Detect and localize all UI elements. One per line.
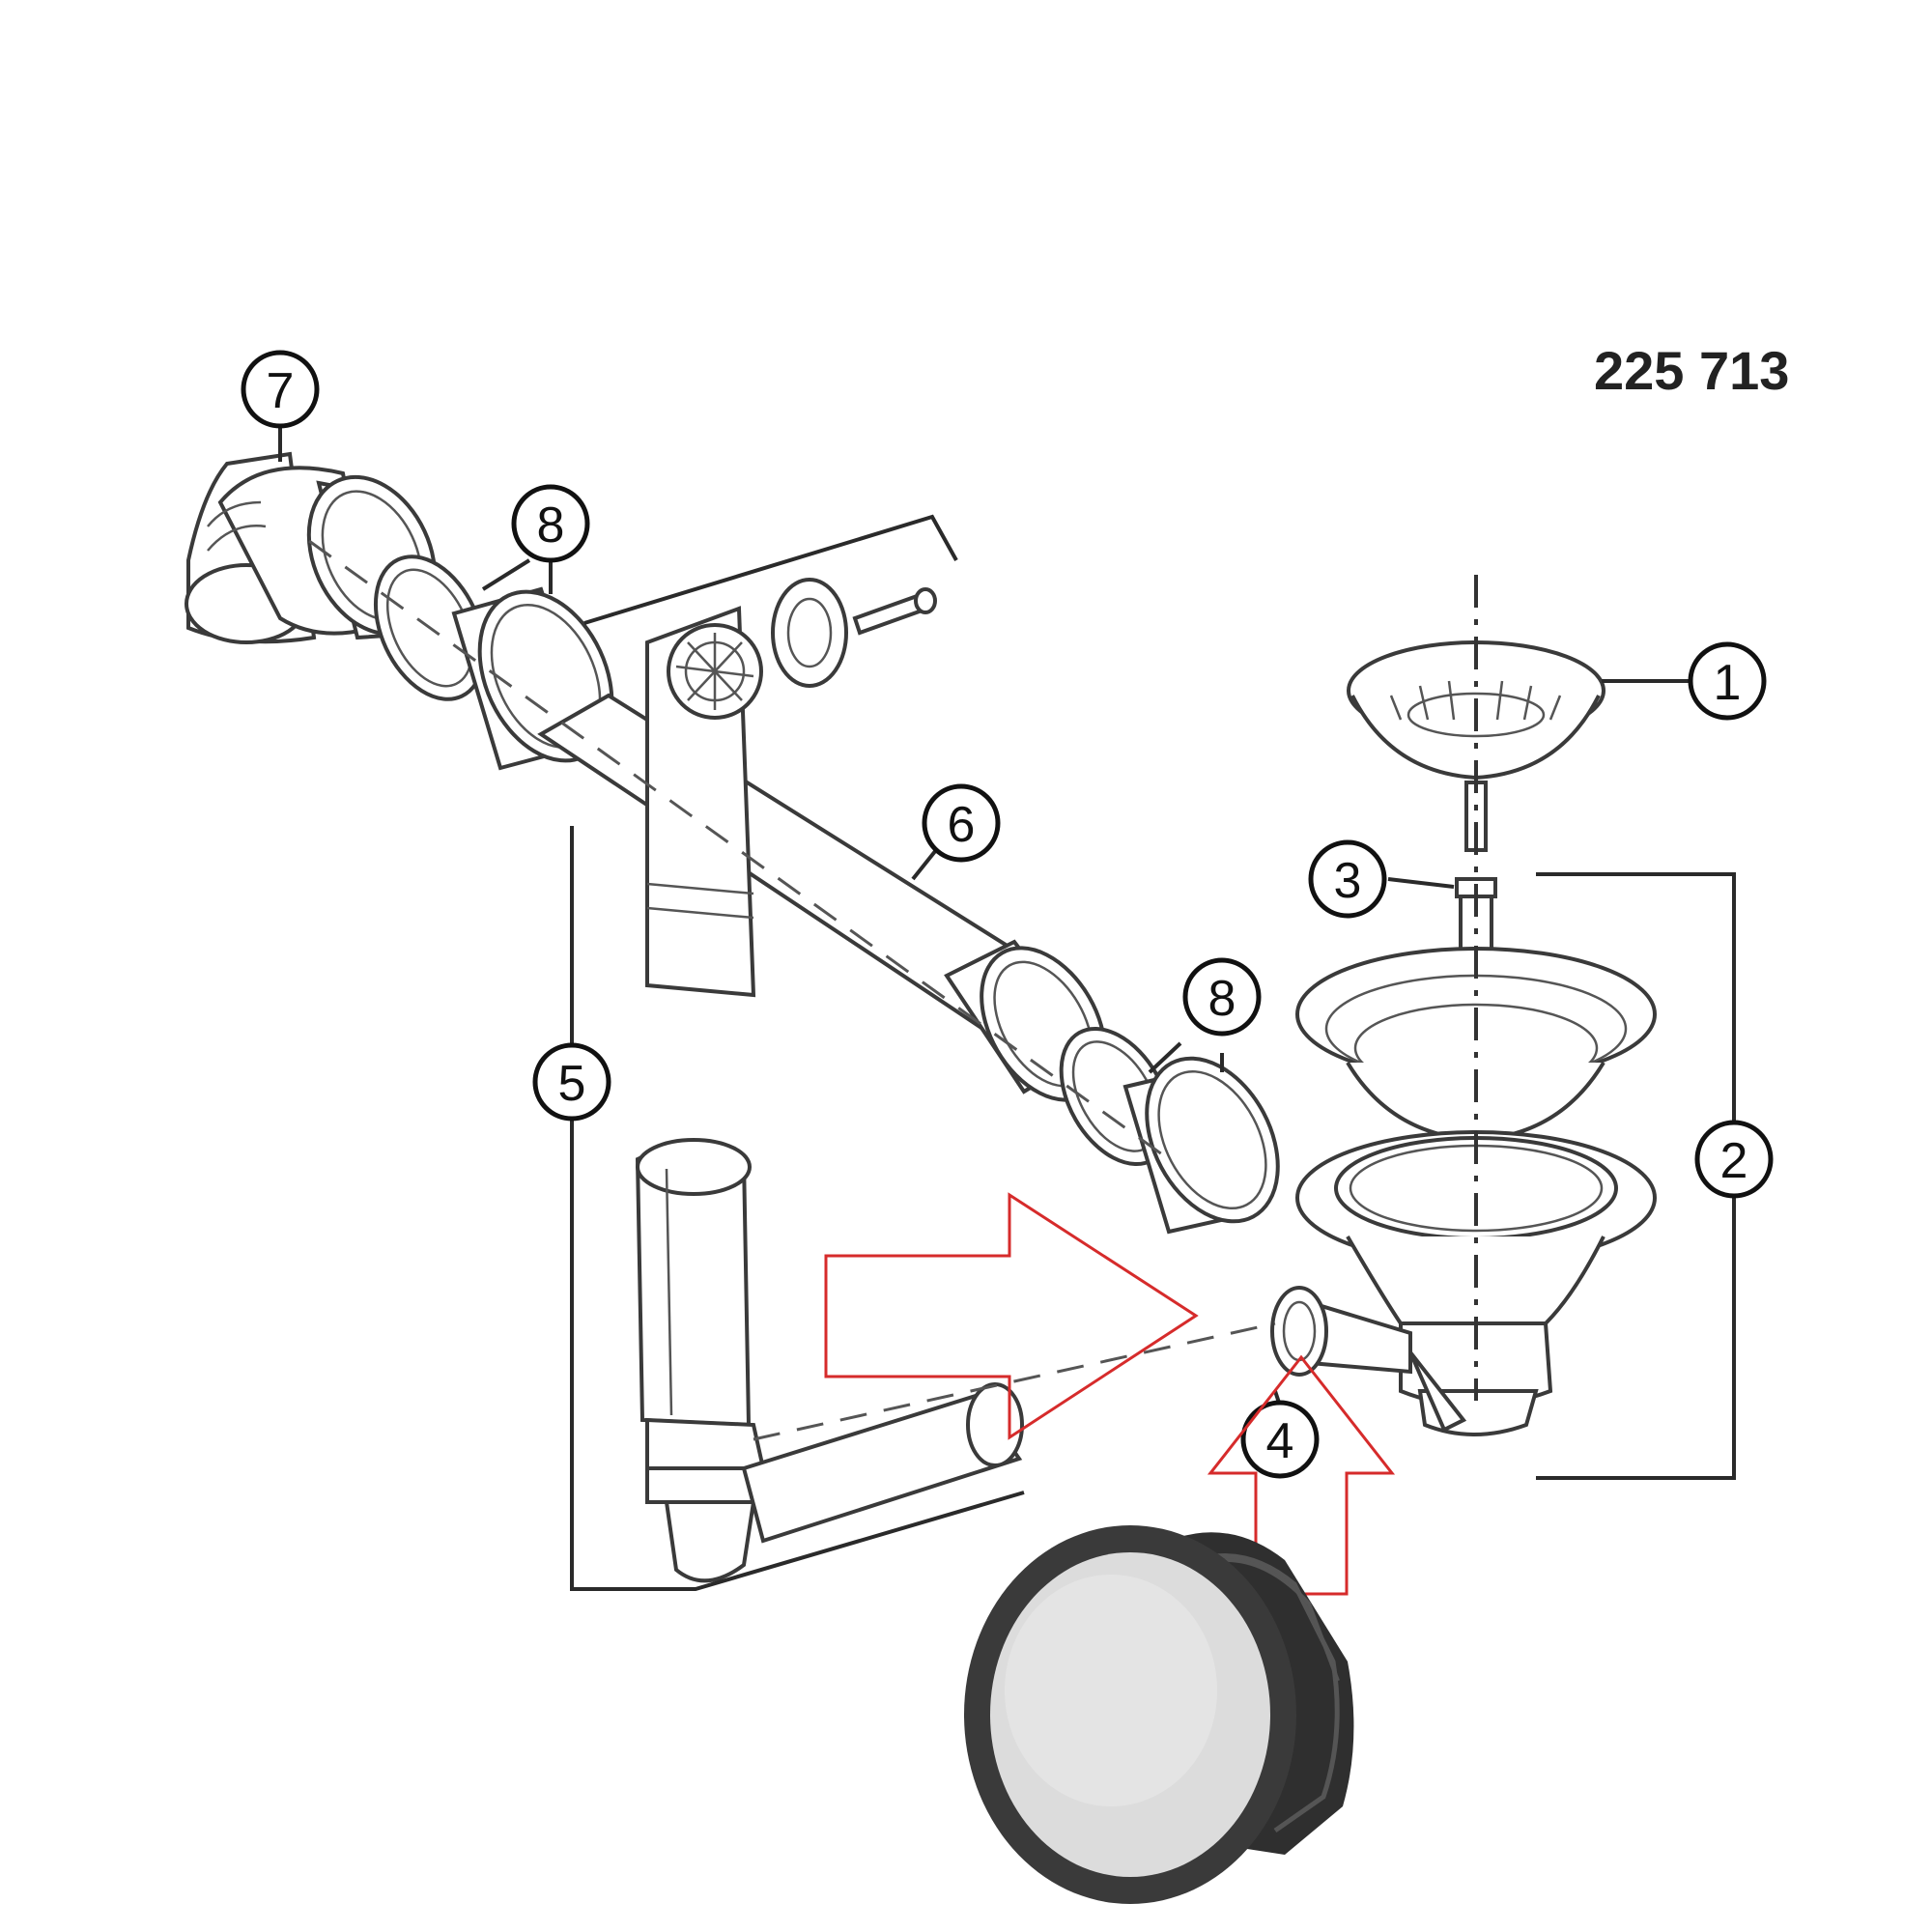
svg-text:8: 8 bbox=[1208, 971, 1236, 1027]
strainer-basket-part-1 bbox=[1347, 640, 1605, 852]
leader-8a-b bbox=[481, 558, 531, 591]
leader-3 bbox=[1387, 877, 1455, 889]
stopper-cap-photo bbox=[964, 1525, 1354, 1904]
svg-text:5: 5 bbox=[558, 1056, 586, 1112]
overflow-bracket-line bbox=[583, 514, 958, 625]
overflow-inlet-part-5 bbox=[635, 1138, 1024, 1583]
callout-5: 5 bbox=[532, 1042, 611, 1122]
svg-text:1: 1 bbox=[1714, 655, 1742, 711]
callout-3: 3 bbox=[1308, 839, 1387, 919]
highlight-arrow-right bbox=[824, 1192, 1199, 1440]
svg-text:3: 3 bbox=[1334, 853, 1362, 909]
inlet-bracket bbox=[570, 826, 1025, 1591]
svg-text:7: 7 bbox=[267, 363, 295, 419]
product-code: 225 713 bbox=[1594, 340, 1789, 401]
overflow-pipe-part-6 bbox=[537, 693, 1107, 1102]
callout-8-lower: 8 bbox=[1182, 957, 1262, 1037]
callout-1: 1 bbox=[1688, 641, 1767, 721]
callout-2: 2 bbox=[1694, 1120, 1774, 1199]
leader-8b-b bbox=[1148, 1041, 1182, 1074]
seal-and-nut-lower bbox=[1059, 1026, 1280, 1235]
callout-7: 7 bbox=[241, 350, 320, 429]
callout-6: 6 bbox=[922, 783, 1001, 863]
svg-text:2: 2 bbox=[1720, 1133, 1748, 1189]
svg-text:4: 4 bbox=[1266, 1413, 1294, 1469]
highlight-arrow-up bbox=[1207, 1354, 1396, 1596]
drain-body-part-2 bbox=[1270, 947, 1657, 1436]
inlet-alignment-line bbox=[753, 1321, 1276, 1441]
overflow-housing bbox=[645, 578, 937, 998]
callout-8-upper: 8 bbox=[511, 484, 590, 563]
svg-text:8: 8 bbox=[537, 497, 565, 554]
callout-4: 4 bbox=[1240, 1400, 1320, 1479]
svg-text:6: 6 bbox=[948, 797, 976, 853]
